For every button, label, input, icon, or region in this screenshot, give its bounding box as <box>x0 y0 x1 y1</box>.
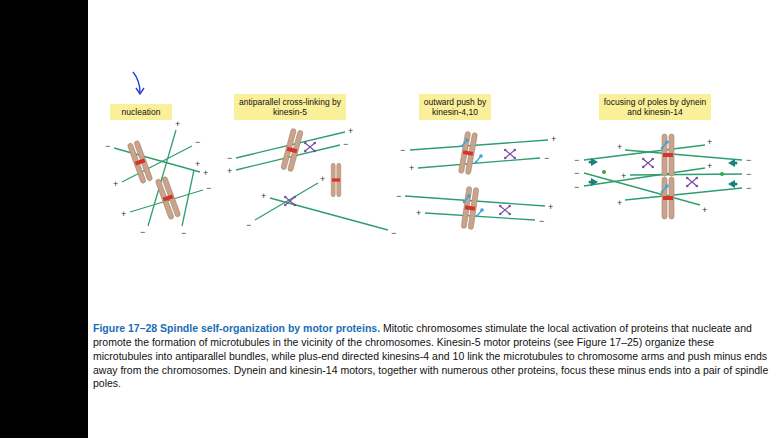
polarity-sign: − <box>195 138 200 147</box>
polarity-sign: + <box>551 135 556 144</box>
black-margin <box>0 0 88 438</box>
polarity-sign: + <box>203 169 208 178</box>
polarity-sign: − <box>746 170 751 179</box>
step-label-box: nucleation <box>110 104 172 120</box>
polarity-sign: − <box>574 169 579 178</box>
step-label: focusing of poles by dynein and kinesin-… <box>603 97 707 117</box>
polarity-sign: − <box>227 154 232 163</box>
figure-title: Figure 17–28 Spindle self-organization b… <box>93 322 380 334</box>
polarity-sign: − <box>343 140 348 149</box>
polarity-sign: + <box>707 162 712 171</box>
polarity-sign: + <box>707 138 712 147</box>
step-label-box: focusing of poles by dynein and kinesin-… <box>599 94 711 120</box>
polarity-sign: − <box>246 221 251 230</box>
polarity-sign: + <box>320 175 325 184</box>
polarity-sign: + <box>195 160 200 169</box>
polarity-sign: + <box>121 210 126 219</box>
polarity-sign: − <box>181 229 186 238</box>
step-label-box: outward push by kinesin-4,10 <box>419 94 491 120</box>
polarity-sign: + <box>548 203 553 212</box>
polarity-sign: + <box>702 206 707 215</box>
figure-caption: Figure 17–28 Spindle self-organization b… <box>93 322 773 391</box>
polarity-sign: + <box>416 209 421 218</box>
polarity-sign: − <box>396 192 401 201</box>
polarity-sign: + <box>621 172 626 181</box>
polarity-sign: − <box>105 142 110 151</box>
step-label: antiparallel cross-linking by kinesin-5 <box>238 97 342 117</box>
polarity-sign: + <box>617 199 622 208</box>
polarity-sign: − <box>391 229 396 238</box>
step-label: outward push by kinesin-4,10 <box>423 97 487 117</box>
polarity-sign: + <box>409 164 414 173</box>
polarity-sign: + <box>617 143 622 152</box>
polarity-sign: − <box>746 156 751 165</box>
step-label: nucleation <box>114 107 168 117</box>
polarity-sign: − <box>574 156 579 165</box>
polarity-sign: − <box>206 184 211 193</box>
polarity-sign: + <box>348 127 353 136</box>
polarity-sign: − <box>746 184 751 193</box>
polarity-sign: + <box>113 180 118 189</box>
polarity-sign: + <box>175 120 180 129</box>
polarity-sign: − <box>539 217 544 226</box>
polarity-sign: − <box>400 146 405 155</box>
step-label-box: antiparallel cross-linking by kinesin-5 <box>234 94 346 120</box>
polarity-sign: − <box>544 154 549 163</box>
polarity-sign: − <box>140 228 145 237</box>
polarity-sign: − <box>574 183 579 192</box>
polarity-sign: + <box>261 192 266 201</box>
polarity-sign: + <box>227 167 232 176</box>
